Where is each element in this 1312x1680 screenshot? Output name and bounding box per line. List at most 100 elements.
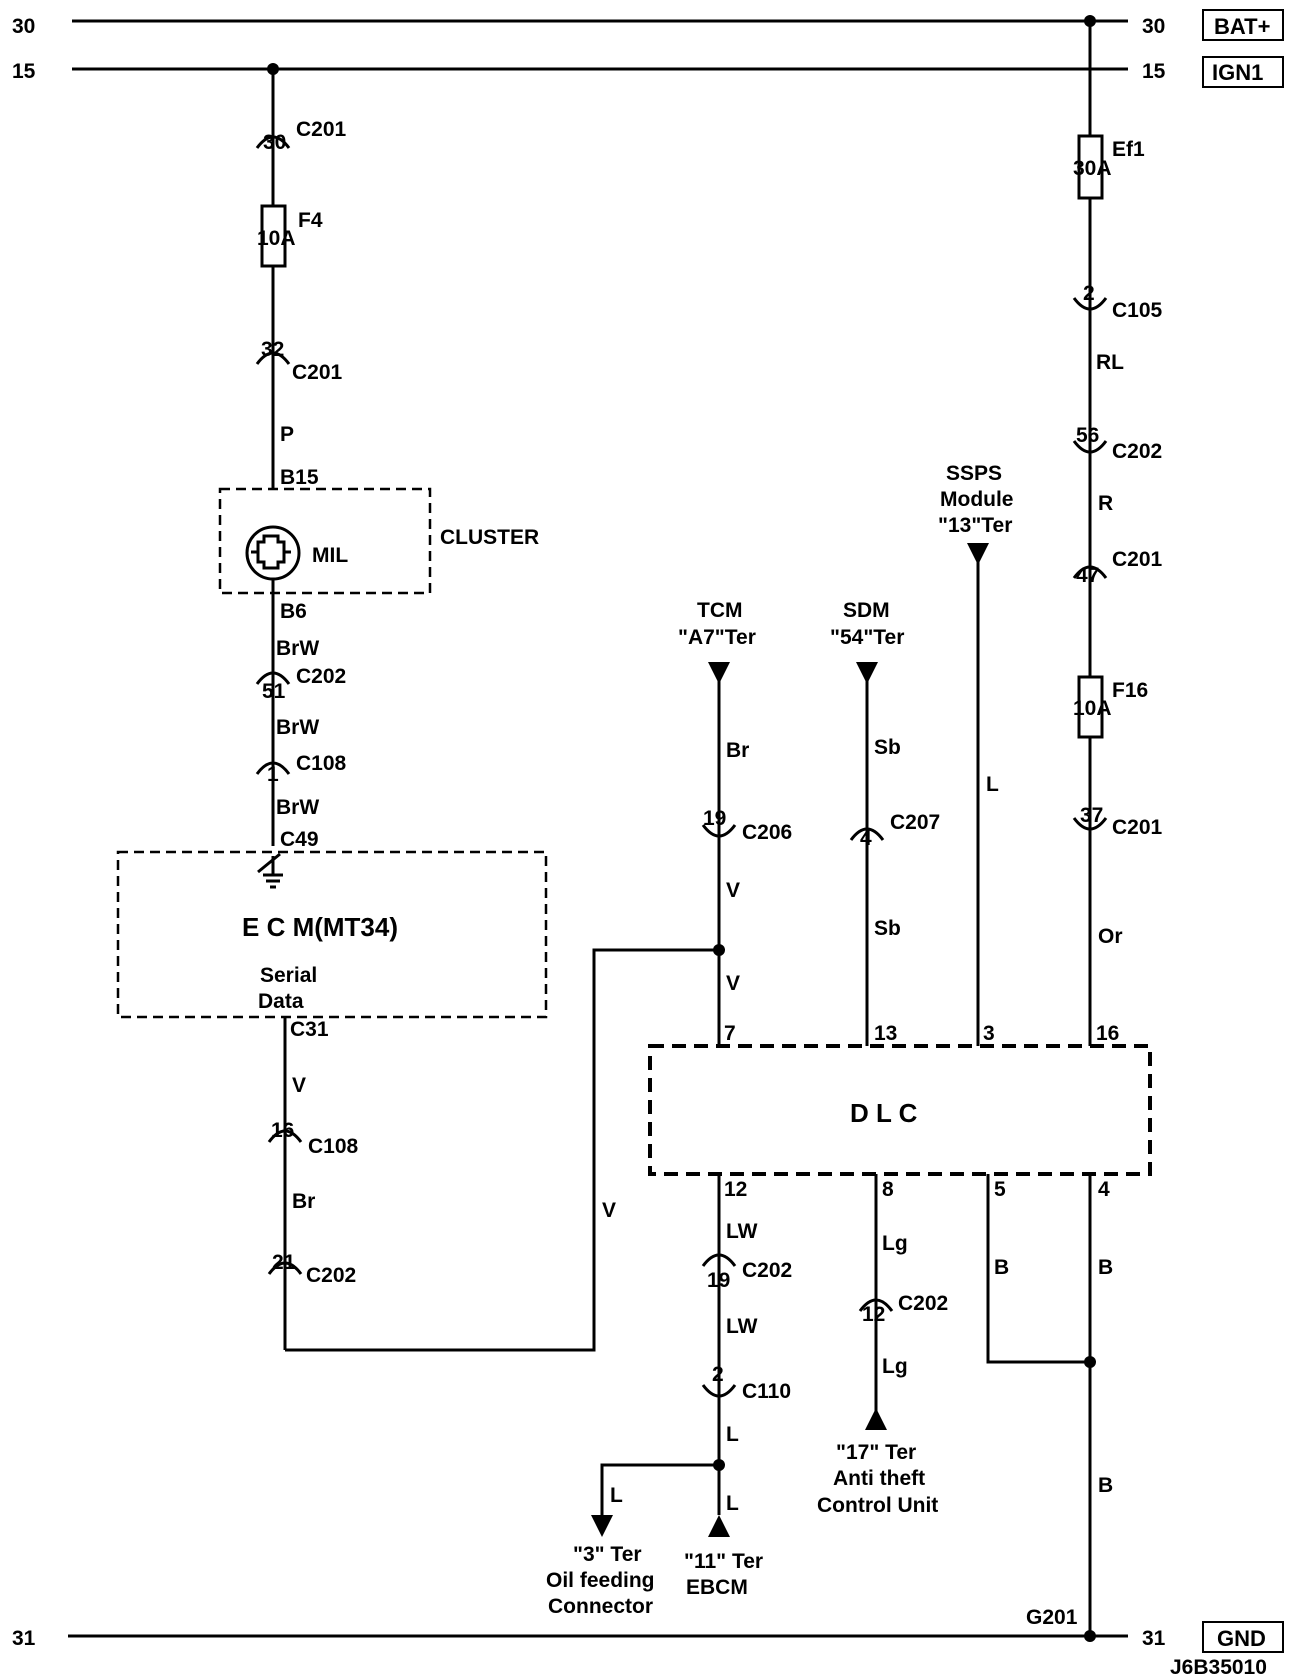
connector-c207-4 [849,827,885,841]
terminal-label: B15 [280,466,319,489]
wire-color: RL [1096,351,1124,374]
ground-icon [263,856,283,889]
wire-color: LW [726,1220,758,1243]
connector-label: C202 [306,1264,356,1287]
bat-rail-left-label: 30 [12,15,35,38]
gnd-rail-left-label: 31 [12,1627,36,1650]
pin-label: 16 [271,1119,294,1142]
bat-tag: BAT+ [1214,14,1270,39]
connector-label: C201 [1112,816,1163,839]
connector-c110-2 [701,1384,737,1398]
wire-color: L [610,1484,623,1507]
pin-label: 1 [267,763,279,786]
serial-data-label: Serial [260,964,317,987]
sdm-arrow-icon [856,662,878,684]
gnd-tag: GND [1217,1626,1266,1651]
diagram-id: J6B35010 [1170,1656,1267,1679]
serial-junction-dot [713,944,725,956]
wire-color: B [1098,1256,1113,1279]
dlc-pin: 16 [1096,1022,1119,1045]
dlc-pin: 3 [983,1022,995,1045]
wire-color: V [292,1074,306,1097]
wire-color: V [726,879,740,902]
wire-color: B [994,1256,1009,1279]
wire-color: BrW [276,796,319,819]
terminal-label: C49 [280,828,319,851]
g201-dot [1084,1630,1096,1642]
oil-ebcm-branch: 12 LW 19 C202 LW 2 C110 L L L "3" Ter Oi… [546,1174,792,1618]
connector-c108-1 [255,761,291,775]
tcm-branch: TCM "A7"Ter Br 19 C206 V V 7 [678,599,792,1046]
wire-color: Or [1098,925,1123,948]
fuse-rating: 30A [1073,157,1112,180]
pin-label: 37 [1080,804,1103,827]
ground-branch: 5 4 B B B G201 [986,1174,1113,1642]
ign-rail-left-label: 15 [12,60,36,83]
dlc-pin: 13 [874,1022,897,1045]
terminal-label: B6 [280,600,307,623]
connector-c202-21 [267,1261,303,1275]
pin-label: 21 [272,1251,296,1274]
right-branch: 30A Ef1 2 C105 RL 56 C202 R 47 C201 10A … [1072,15,1163,1046]
ssps-label: Module [940,488,1014,511]
connector-label: C202 [1112,440,1162,463]
ground-point-label: G201 [1026,1606,1078,1629]
pin-label: 4 [860,827,872,850]
gnd-rail: 31 31 GND [12,1621,1284,1653]
connector-label: C202 [898,1292,948,1315]
wire-color: B [1098,1474,1113,1497]
mil-label: MIL [312,544,348,567]
wire-color: BrW [276,716,319,739]
fuse-ef1 [1077,134,1104,200]
bat-rail: 30 30 BAT+ [12,9,1284,41]
connector-label: C110 [742,1380,791,1403]
ecm-box [116,850,548,1019]
cluster-label: CLUSTER [440,526,539,549]
anti-theft-label: Anti theft [833,1467,925,1490]
oil-connector-label: Connector [548,1595,653,1618]
fuse-f4 [260,204,287,268]
ecm-input-stub [257,852,281,874]
tcm-terminal: "A7"Ter [678,626,756,649]
pin-label: 12 [862,1303,885,1326]
sdm-label: SDM [843,599,890,622]
ebcm-arrow-icon [708,1515,730,1537]
serial-data-wire [285,948,719,1352]
pin-label: 51 [262,680,286,703]
connector-c201-47 [1072,565,1108,579]
ign-tag: IGN1 [1212,60,1263,85]
ssps-arrow-icon [967,543,989,565]
wire-color: V [602,1199,616,1222]
ssps-terminal: "13"Ter [938,514,1012,537]
connector-label: C105 [1112,299,1163,322]
fuse-rating: 10A [1073,697,1112,720]
engine-icon [251,534,291,570]
ground-junction-dot [1084,1356,1096,1368]
wire-color: Br [726,739,749,762]
wire-color: L [726,1492,739,1515]
wire-color: Lg [882,1355,908,1378]
oil-connector-label: "3" Ter [573,1543,642,1566]
connector-c202-12 [858,1298,894,1312]
fuse-label: F4 [298,209,323,232]
fuse-rating: 10A [257,227,296,250]
gnd-rail-right-label: 31 [1142,1627,1166,1650]
connector-c206-19 [701,824,737,838]
ecm-label: E C M(MT34) [242,912,398,942]
connector-c201-32 [255,351,291,365]
dlc-pin: 5 [994,1178,1006,1201]
connector-c202-19 [701,1253,737,1267]
ebcm-label: EBCM [686,1576,748,1599]
dlc-pin: 12 [724,1178,747,1201]
dlc-label: D L C [850,1098,918,1128]
wire-color: Br [292,1190,315,1213]
anti-theft-branch: 8 Lg 12 C202 Lg "17" Ter Anti theft Cont… [817,1174,948,1517]
wire-color: Lg [882,1232,908,1255]
dlc-pin: 8 [882,1178,894,1201]
anti-theft-label: Control Unit [817,1494,938,1517]
wire-color: Sb [874,736,901,759]
connector-c202-51 [255,671,291,685]
wire-color: BrW [276,637,319,660]
connector-c105-2 [1072,297,1108,311]
ign-rail: 15 15 IGN1 [12,56,1284,88]
